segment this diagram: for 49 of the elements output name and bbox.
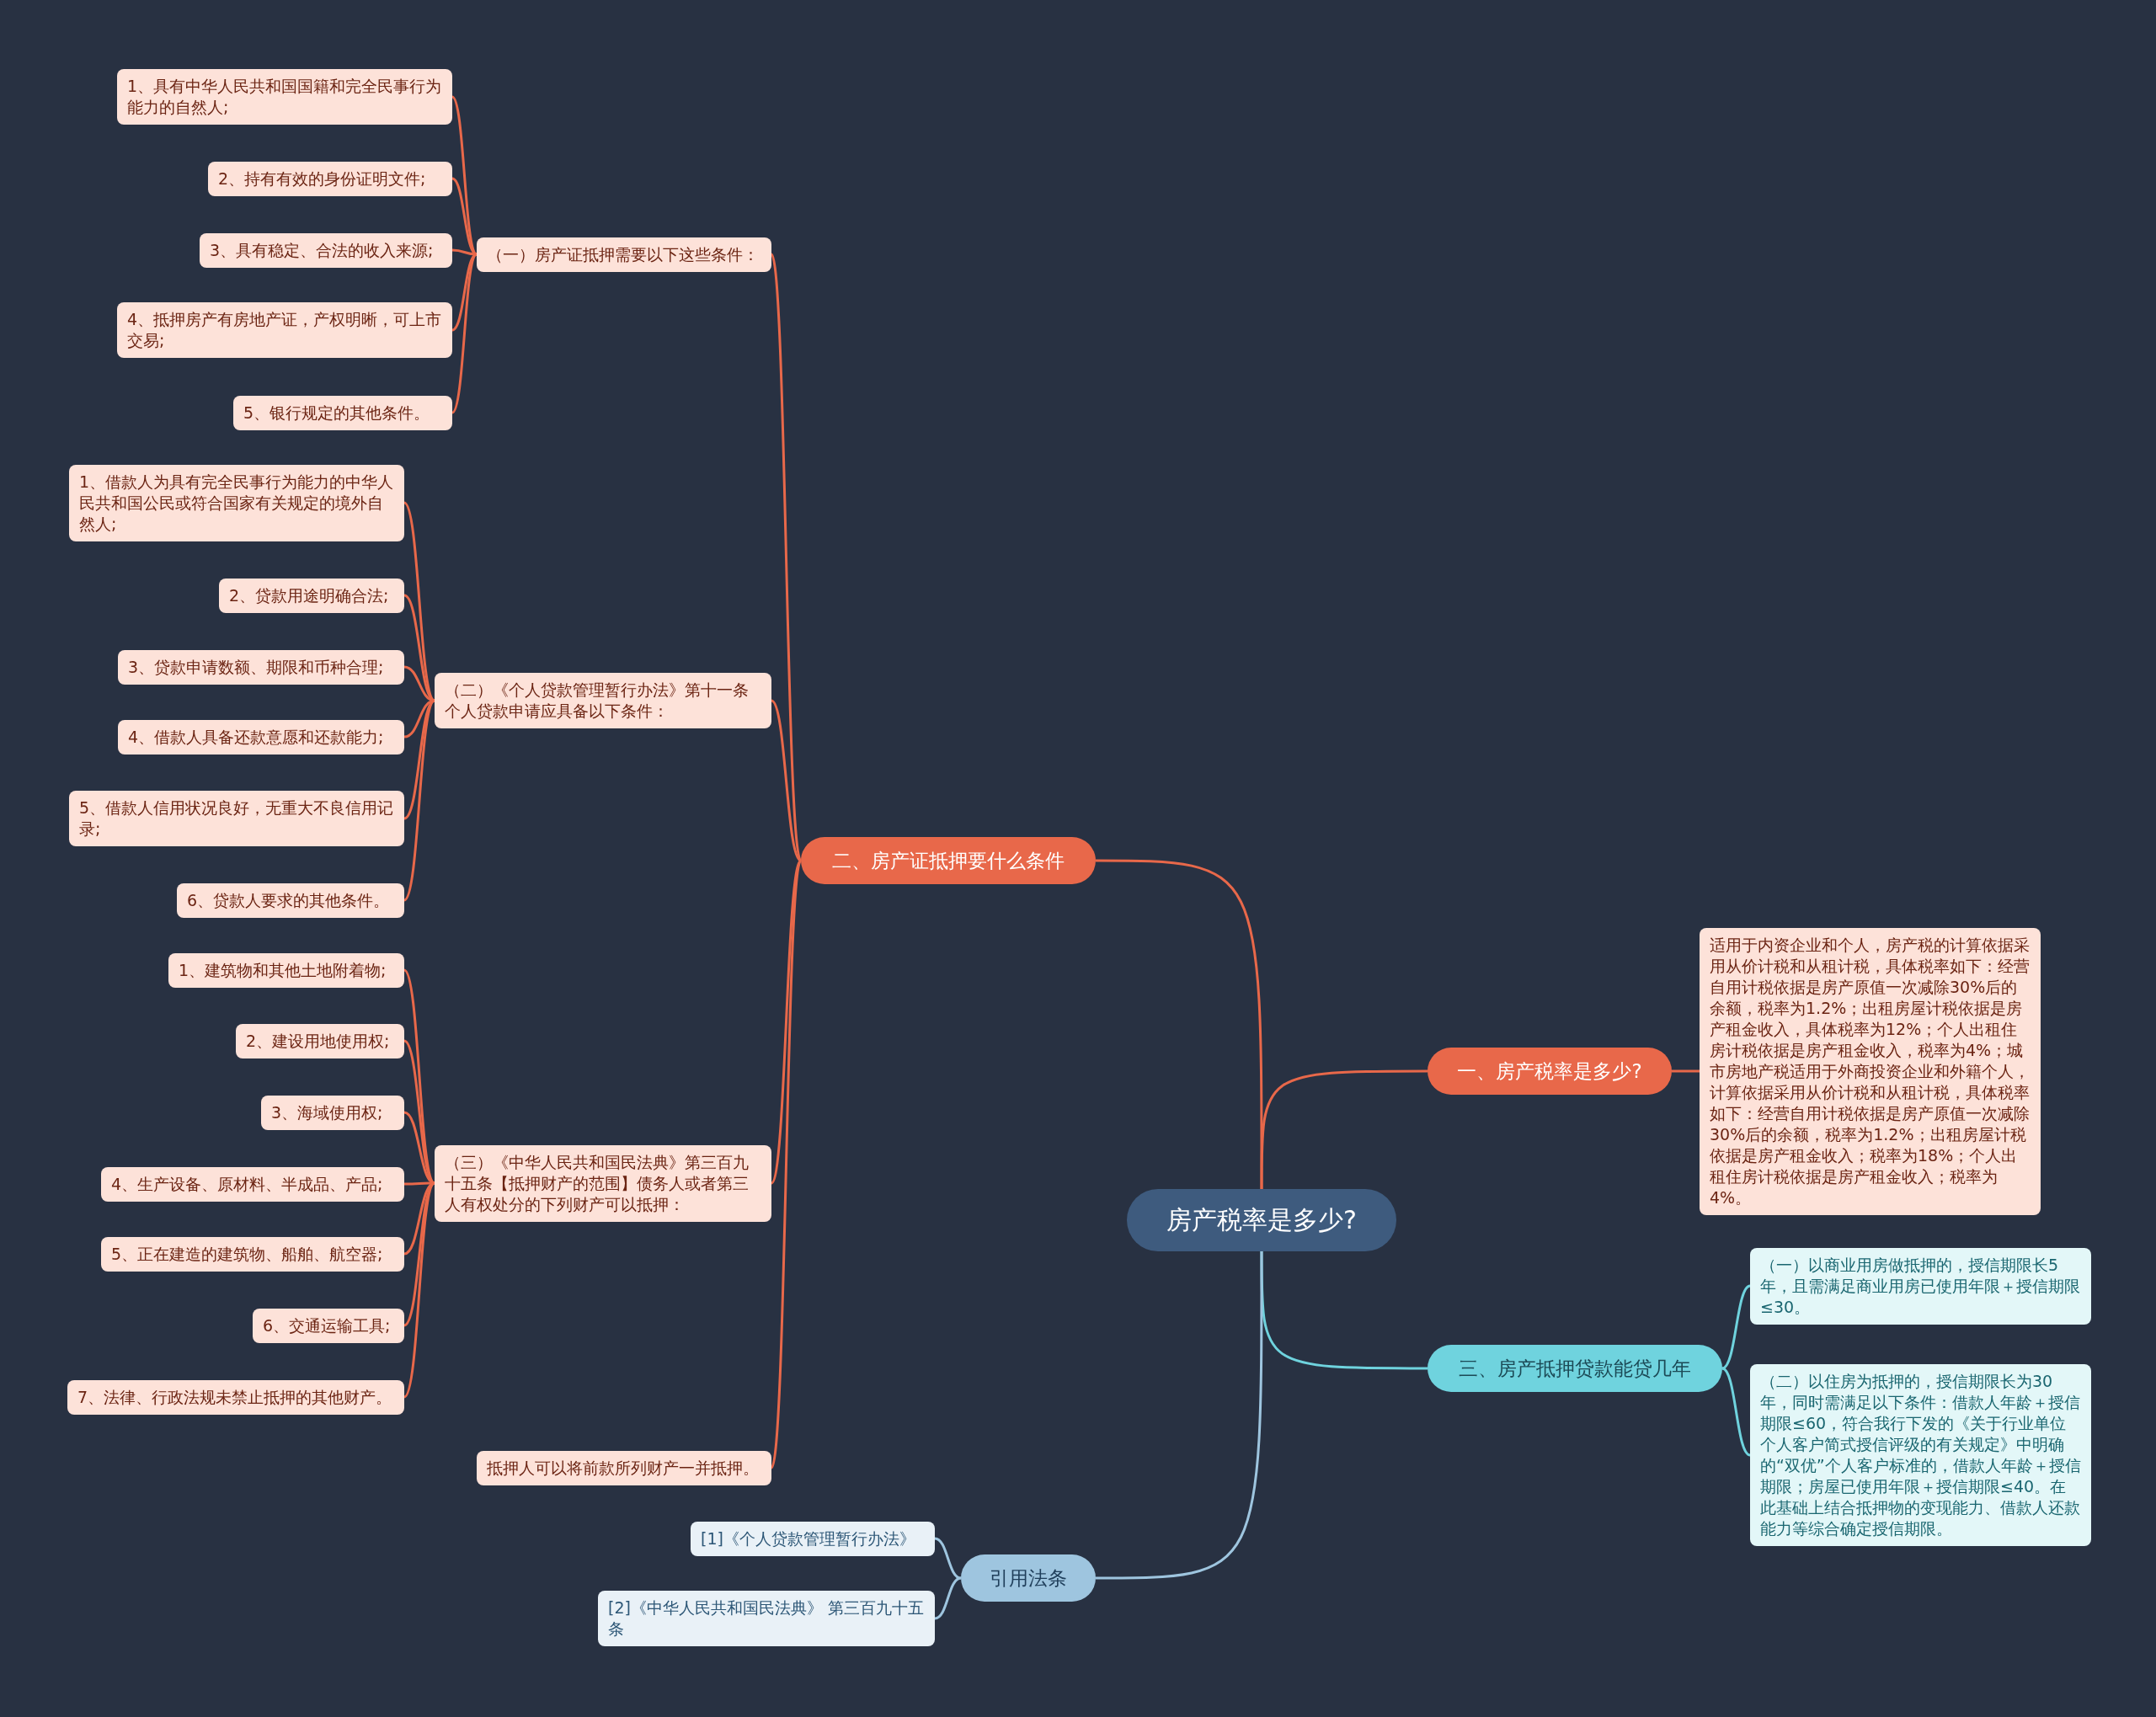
leaf-box: 2、持有有效的身份证明文件; [208, 161, 452, 196]
connector-line [1721, 1284, 1751, 1370]
central-topic: 房产税率是多少? [1127, 1189, 1396, 1251]
connector-line [934, 1537, 962, 1580]
leaf-box: 2、建设用地使用权; [236, 1023, 404, 1058]
leaf-box: 5、银行规定的其他条件。 [233, 395, 452, 430]
leaf-box: 7、法律、行政法规未禁止抵押的其他财产。 [67, 1379, 404, 1415]
note-box: 适用于内资企业和个人，房产税的计算依据采用从价计税和从租计税，具体税率如下：经营自用计税依据是房产原值一次减除30%后的余额，税率为1.2%；出租房屋计税依据是房产租金收入，具体税率为12%；个人出租住房计税依据是房产租金收入，税率为4%；城市房地产税适用于外商投资企业和外籍个人，计算依据采用从价计税和从租计税，具体税率如下：经营自用计税依据是房产原值一次减除30%后的余额，税率为1.2%；出租房屋计税依据是房产租金收入；税率为18%；个人出租住房计税依据是房产租金收入；税率为4%。 [1700, 927, 2041, 1215]
leaf-box: 4、抵押房产有房地产证，产权明晰，可上市交易; [117, 302, 452, 358]
subtopic-box: 抵押人可以将前款所列财产一并抵押。 [477, 1450, 771, 1485]
leaf-box: 4、借款人具备还款意愿和还款能力; [118, 719, 404, 755]
leaf-box: 4、生产设备、原材料、半成品、产品; [101, 1166, 404, 1202]
leaf-box: 3、具有稳定、合法的收入来源; [200, 232, 452, 268]
leaf-box: 2、贷款用途明确合法; [219, 578, 404, 613]
connector-line [1260, 1251, 1428, 1370]
subtopic-box: （三）《中华人民共和国民法典》第三百九十五条【抵押财产的范围】债务人或者第三人有权处分的下列财产可以抵押： [435, 1144, 771, 1222]
note-box: （一）以商业用房做抵押的，授信期限长5年，且需满足商业用房已使用年限＋授信期限≤30。 [1750, 1247, 2091, 1325]
reference-box: [1]《个人贷款管理暂行办法》 [691, 1521, 935, 1556]
connector-line [770, 253, 803, 861]
connector-line [1096, 1251, 1263, 1580]
leaf-box: 3、贷款申请数额、期限和币种合理; [118, 649, 404, 685]
connector-line [403, 969, 436, 1184]
branch-topic: 二、房产证抵押要什么条件 [801, 837, 1096, 884]
leaf-box: 1、借款人为具有完全民事行为能力的中华人民共和国公民或符合国家有关规定的境外自然人; [69, 464, 404, 541]
note-box: （二）以住房为抵押的，授信期限长为30年，同时需满足以下条件：借款人年龄＋授信期限≤60，符合我行下发的《关于行业单位个人客户简式授信评级的有关规定》中明确的“双优”个人客户标准的，借款人年龄＋授信期限；房屋已使用年限＋授信期限≤40。在此基础上结合抵押物的变现能力、借款人还款能力等综合确定授信期限。 [1750, 1364, 2091, 1546]
connector-line [1096, 859, 1263, 1189]
leaf-box: 6、贷款人要求的其他条件。 [177, 882, 404, 918]
connector-line [1721, 1367, 1751, 1457]
connector-line [451, 96, 478, 255]
branch-topic: 三、房产抵押贷款能贷几年 [1428, 1345, 1722, 1392]
subtopic-box: （二）《个人贷款管理暂行办法》第十一条个人贷款申请应具备以下条件： [435, 673, 771, 728]
leaf-box: 5、正在建造的建筑物、船舶、航空器; [101, 1236, 404, 1272]
leaf-box: 1、建筑物和其他土地附着物; [168, 952, 404, 988]
connector-line [403, 502, 436, 701]
branch-topic: 引用法条 [961, 1554, 1096, 1602]
connector-line [1672, 1069, 1700, 1073]
connector-line [403, 700, 436, 901]
connector-line [770, 860, 803, 1469]
leaf-box: 3、海域使用权; [261, 1095, 404, 1130]
connector-line [451, 253, 478, 413]
leaf-box: 6、交通运输工具; [253, 1308, 404, 1343]
connector-line [403, 1182, 436, 1398]
connector-line [771, 699, 802, 862]
subtopic-box: （一）房产证抵押需要以下这些条件： [477, 237, 771, 272]
branch-topic: 一、房产税率是多少? [1428, 1048, 1672, 1095]
connector-line [934, 1576, 962, 1620]
reference-box: [2]《中华人民共和国民法典》 第三百九十五条 [598, 1591, 935, 1646]
leaf-box: 1、具有中华人民共和国国籍和完全民事行为能力的自然人; [117, 69, 452, 125]
leaf-box: 5、借款人信用状况良好，无重大不良信用记录; [69, 791, 404, 846]
